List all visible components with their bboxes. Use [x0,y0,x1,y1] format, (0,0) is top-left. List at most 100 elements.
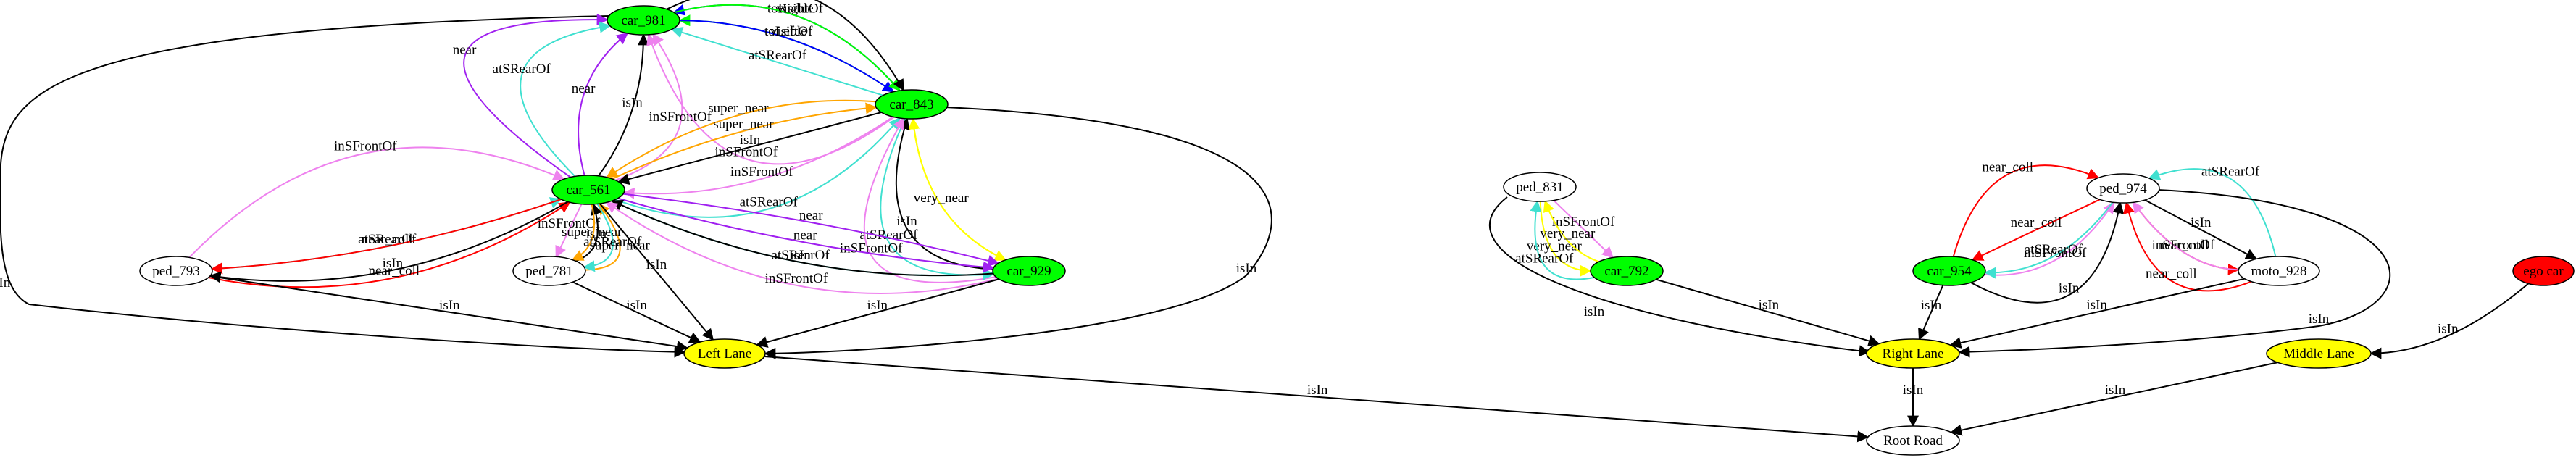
node-ped_793: ped_793 [139,256,213,286]
node-shape [2266,338,2372,369]
edge-line [614,117,901,218]
edge-car_843-car_561-13: super_near [606,99,876,178]
edge-label: inSFrontOf [765,271,828,286]
edge-line [1984,201,2115,276]
edge-line [670,27,883,96]
edge-line [210,199,562,275]
node-ped_781: ped_781 [512,256,586,286]
edge-car_561-ped_793-27: isIn [209,201,569,283]
node-label: Right Lane [1883,346,1944,362]
node-shape [2238,256,2320,286]
edge-ped_831-car_792-44: very_near [1527,201,1592,277]
edge-label: isIn [439,298,460,313]
node-label: car_954 [1927,264,1972,279]
node-ped_831: ped_831 [1503,172,1577,202]
edge-label: isIn [2086,298,2107,313]
edge-line [572,281,701,343]
edge-line [1950,362,2278,436]
node-left_lane: Left Lane [683,338,766,369]
edge-car_561-ped_793-26: near_coll [210,199,562,275]
edge-label: atSRearOf [749,48,807,63]
edge-label: atSRearOf [2201,164,2260,180]
edge-label: isIn [896,214,917,229]
edge-label: isIn [646,257,667,272]
edge-label: inSFrontOf [730,164,793,180]
edge-car_843-car_929-18: atSRearOf [859,118,995,281]
node-label: car_792 [1604,264,1648,279]
edge-car_561-car_929-37: near [622,193,1000,267]
edge-label: isIn [1584,304,1605,320]
edge-car_954-ped_974-51: inSFrontOf [1984,201,2115,276]
node-car_954: car_954 [1912,256,1986,286]
edge-line [599,203,714,341]
edge-label: super_near [562,225,622,240]
node-label: car_561 [566,183,610,198]
edge-label: atSRearOf [583,234,642,249]
node-shape [1590,256,1664,286]
edge-line [764,107,1272,359]
edge-car_843-car_561-15: inSFrontOf [622,116,894,199]
edge-label: near_coll [2011,215,2062,230]
edge-car_929-car_843-22: inSFrontOf [840,117,996,283]
edge-moto_928-ped_974-58: inSFrontOf [2132,201,2239,271]
edge-label: inSFrontOf [2024,246,2087,261]
edge-ped_781-left_lane-41: isIn [572,281,701,343]
node-shape [1912,256,1986,286]
node-shape [139,256,213,286]
edge-layer: isInnearatSRearOfnearisIninSFrontOftoRig… [0,0,2530,443]
edge-label: near_coll [2146,266,2197,281]
edge-car_981-left_lane-0: isIn [0,15,686,358]
node-label: ped_781 [525,264,572,279]
edge-line [585,202,621,271]
edge-label: inSFrontOf [2152,238,2215,253]
edge-ped_793-car_561-28: inSFrontOf [188,139,565,259]
node-moto_928: moto_928 [2238,256,2320,286]
edge-label: isIn [383,256,404,271]
edge-line [1918,285,1944,341]
edge-ped_793-left_lane-40: isIn [209,275,688,352]
node-shape [875,89,949,120]
edge-line [555,204,583,258]
node-shape [992,256,1066,286]
edge-car_929-car_561-38: isIn [611,199,993,277]
node-label: car_981 [621,13,665,28]
edge-label: atSRearOf [859,228,918,243]
edge-label: atSRearOf [740,194,799,209]
edge-label: isIn [586,227,607,242]
edge-car_843-car_929-19: very_near [912,118,1007,261]
edge-label: super_near [589,238,650,253]
edge-car_561-car_981-1: near [453,13,609,178]
node-right_lane: Right Lane [1866,338,1960,369]
edge-ped_974-right_lane-60: isIn [1958,189,2391,358]
edge-label: atSRearOf [1515,251,1574,266]
edge-car_843-car_561-14: isIn [617,112,882,185]
edge-line [606,99,876,178]
edge-line [1984,201,2114,279]
edge-line [1553,199,1614,259]
node-shape [551,175,625,205]
edge-line [1656,278,1880,347]
node-shape [512,256,586,286]
edge-label: isIn [0,275,11,291]
edge-ego_car-middle_lane-64: isIn [2369,283,2530,359]
node-car_561: car_561 [551,175,625,205]
edge-line [617,197,995,273]
edge-line [1949,278,2245,349]
edge-label: near_coll [2158,238,2209,253]
edge-line [463,13,609,178]
edge-line [912,118,1007,261]
edge-car_561-car_843-16: super_near [612,102,878,180]
edge-label: isIn [626,298,647,313]
edge-label: near_coll [362,232,413,247]
edge-car_954-ped_974-50: isIn [1970,201,2125,304]
edge-line [679,20,895,93]
edge-right_lane-root_road-63: isIn [1903,368,1924,427]
edge-label: visible [777,1,814,16]
edge-car_929-car_561-39: inSFrontOf [605,201,999,294]
edge-label: near [572,81,596,96]
node-shape [607,5,680,36]
node-shape [1866,425,1960,456]
node-root_road: Root Road [1866,425,1960,456]
edge-label: isIn [1236,261,1257,276]
edge-line [1489,196,1871,357]
